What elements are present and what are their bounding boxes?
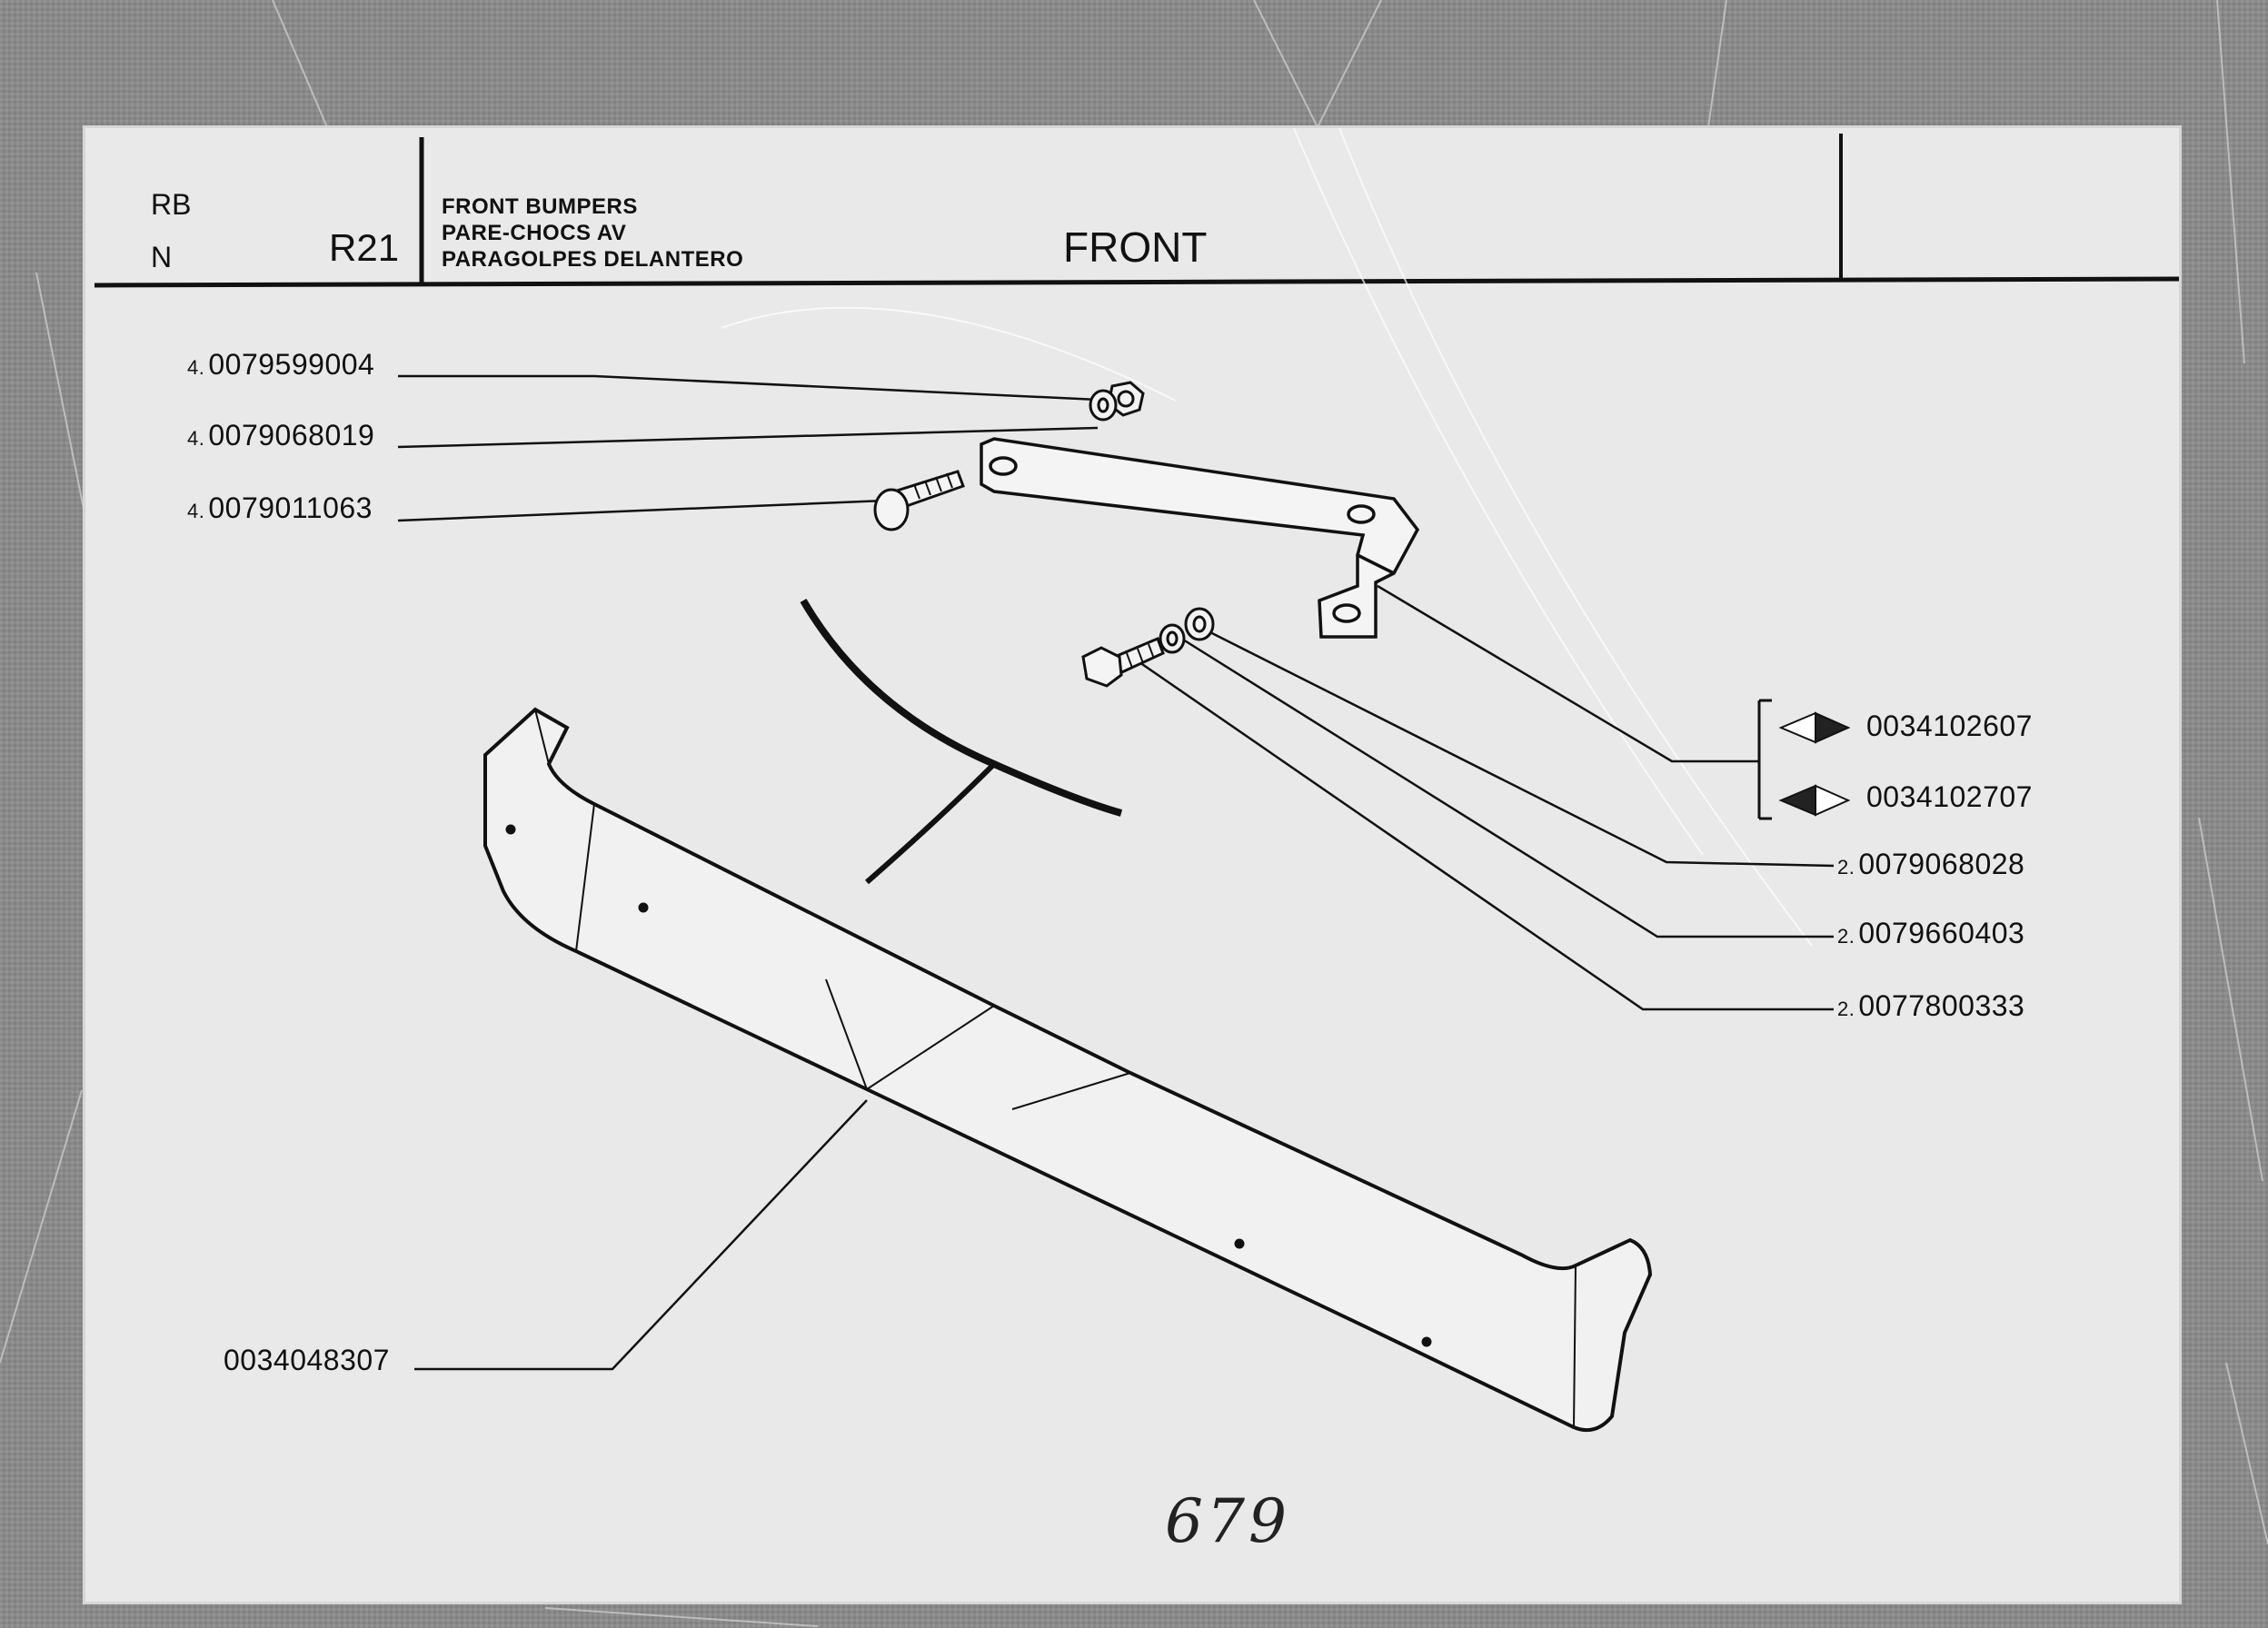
- bumper-part: [483, 707, 1653, 1432]
- mounting-bracket-part: [980, 437, 1420, 639]
- part-number: 0079599004: [208, 348, 375, 381]
- description-fr: PARE-CHOCS AV: [442, 221, 627, 245]
- parts-sheet: RB N R21 FRONT BUMPERS PARE-CHOCS AV PAR…: [85, 128, 2179, 1602]
- washer-flat-part: [1184, 607, 1215, 641]
- leader-lines: [397, 374, 1835, 1371]
- callout-washer-flat: 2.0079068028: [1837, 848, 2025, 880]
- part-number: 0079660403: [1858, 917, 2025, 949]
- description-block: FRONT BUMPERS PARE-CHOCS AV PARAGOLPES D…: [442, 194, 743, 273]
- code-rb: RB: [151, 188, 192, 221]
- bolt-top-part: [873, 470, 965, 531]
- nut-part: [1107, 381, 1145, 417]
- part-number: 0034102607: [1866, 710, 2033, 742]
- body-cutaway-curves: [800, 598, 1123, 885]
- leader-bracket: [1377, 584, 1759, 763]
- washer-lock-part: [1159, 623, 1186, 654]
- part-number: 0079068019: [208, 419, 375, 452]
- leader-washer-top: [397, 426, 1099, 449]
- callout-bracket-right: 0034102607: [1866, 710, 2033, 742]
- leader-bolt-hex: [1139, 660, 1834, 1011]
- callout-bolt-top: 4.0079011063: [187, 491, 373, 524]
- leader-washer-lock: [1175, 633, 1834, 938]
- code-n: N: [151, 241, 173, 273]
- header-bottom-rule: [94, 276, 2179, 288]
- bolt-hex-part: [1081, 637, 1165, 688]
- part-number: 0034048307: [224, 1344, 390, 1376]
- leader-washer-flat: [1200, 626, 1835, 868]
- callout-bumper: 0034048307: [224, 1344, 390, 1376]
- ref-code: R21: [329, 226, 400, 269]
- part-number: 0079011063: [208, 491, 373, 524]
- washer-top-part: [1089, 389, 1118, 422]
- part-number: 0077800333: [1858, 989, 2025, 1022]
- leader-nut: [398, 374, 1119, 402]
- paper-scratches: [721, 128, 1813, 947]
- callout-bolt-hex: 2.0077800333: [1837, 989, 2025, 1022]
- description-en: FRONT BUMPERS: [442, 194, 638, 219]
- exploded-parts-diagram: [94, 128, 2179, 1432]
- leader-bumper: [414, 1099, 868, 1371]
- section-title: FRONT: [1063, 223, 1208, 271]
- part-number: 0034102707: [1866, 780, 2033, 813]
- callout-nut: 4.0079599004: [187, 348, 375, 381]
- leader-bolt-top: [397, 499, 886, 522]
- callout-bracket-left: 0034102707: [1866, 780, 2033, 813]
- callout-washer-top: 4.0079068019: [187, 419, 375, 452]
- callout-washer-lock: 2.0079660403: [1837, 917, 2025, 949]
- part-number: 0079068028: [1858, 848, 2025, 880]
- description-es: PARAGOLPES DELANTERO: [442, 247, 744, 272]
- bracket-handedness-marks: [1778, 711, 1851, 817]
- handwritten-page-number: 679: [1165, 1486, 1290, 1556]
